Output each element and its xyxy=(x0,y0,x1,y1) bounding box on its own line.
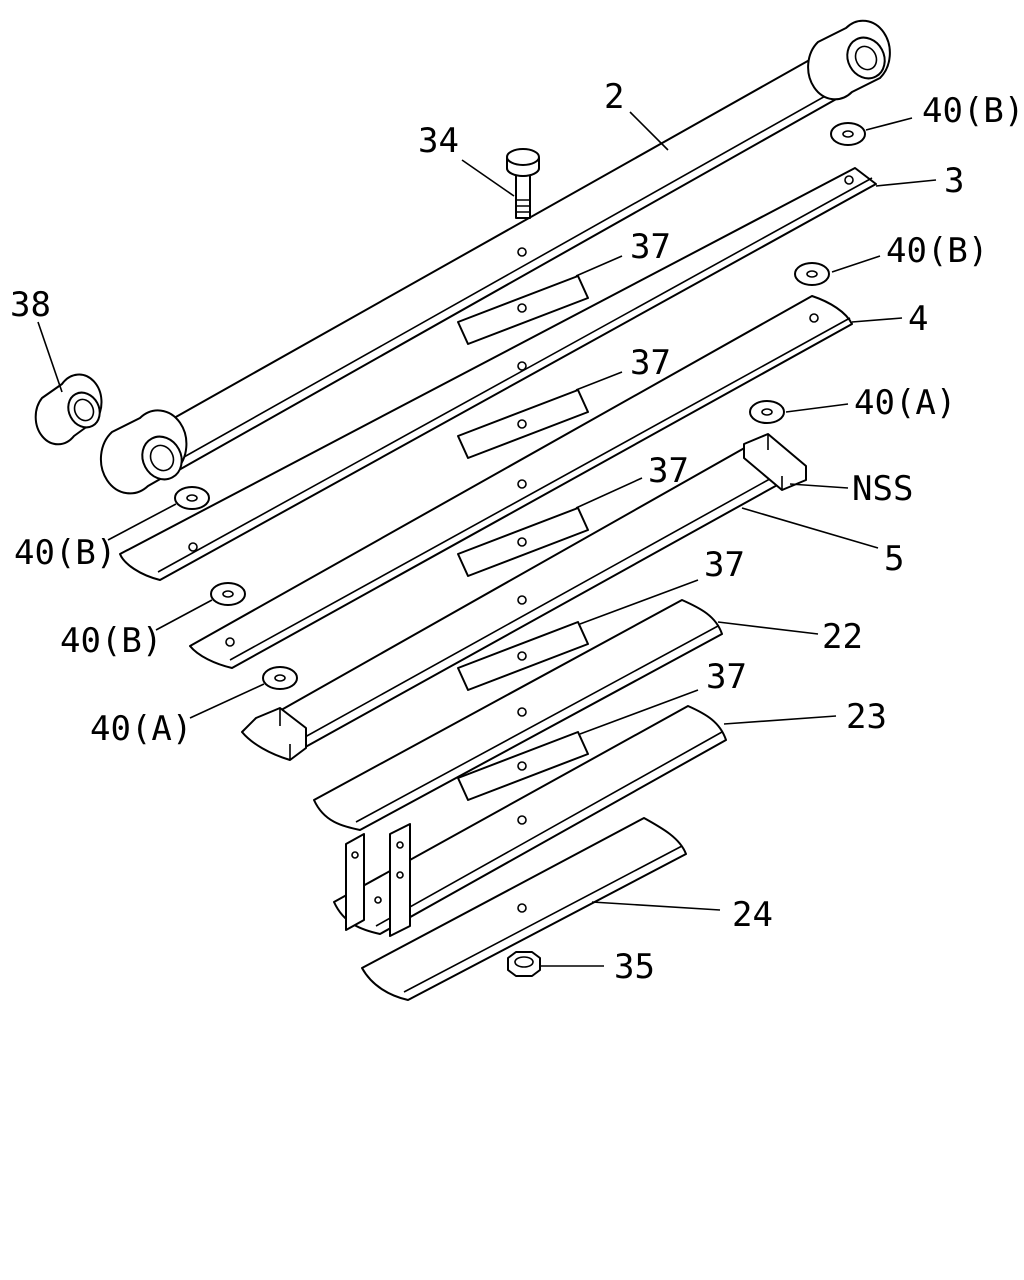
leaf-5 xyxy=(241,433,807,761)
main-leaf-2 xyxy=(99,19,891,495)
label-40b-top: 40(B) xyxy=(922,91,1024,131)
callout-labels: 2 34 38 40(B) 3 40(B) 4 40(A) NSS 5 40(B… xyxy=(10,77,1024,987)
label-37-first: 37 xyxy=(630,227,671,267)
label-34: 34 xyxy=(418,121,459,161)
center-bolt-34 xyxy=(506,148,540,219)
leaf-24 xyxy=(361,817,687,1001)
label-3: 3 xyxy=(944,161,964,201)
label-40b-left-lower: 40(B) xyxy=(60,621,162,661)
label-5: 5 xyxy=(884,539,904,579)
label-37-second: 37 xyxy=(630,343,671,383)
leader-lines xyxy=(37,111,937,967)
label-24: 24 xyxy=(732,895,773,935)
label-35: 35 xyxy=(614,947,655,987)
washers-40 xyxy=(174,122,866,690)
leaf-22 xyxy=(313,599,723,831)
label-37-fourth: 37 xyxy=(704,545,745,585)
label-40a-left: 40(A) xyxy=(90,709,192,749)
leaf-3 xyxy=(119,167,877,581)
label-38: 38 xyxy=(10,285,51,325)
label-4: 4 xyxy=(908,299,928,339)
label-nss: NSS xyxy=(852,469,913,509)
pads-37 xyxy=(457,275,589,801)
label-40a-right: 40(A) xyxy=(854,383,956,423)
bushing-38 xyxy=(34,373,103,446)
label-23: 23 xyxy=(846,697,887,737)
leaf-23 xyxy=(333,705,727,937)
nut-35 xyxy=(507,951,541,977)
label-22: 22 xyxy=(822,617,863,657)
label-40b-second: 40(B) xyxy=(886,231,988,271)
label-37-third: 37 xyxy=(648,451,689,491)
label-40b-left-upper: 40(B) xyxy=(14,533,116,573)
label-2: 2 xyxy=(604,77,624,117)
label-37-fifth: 37 xyxy=(706,657,747,697)
leaf-4 xyxy=(189,295,853,669)
